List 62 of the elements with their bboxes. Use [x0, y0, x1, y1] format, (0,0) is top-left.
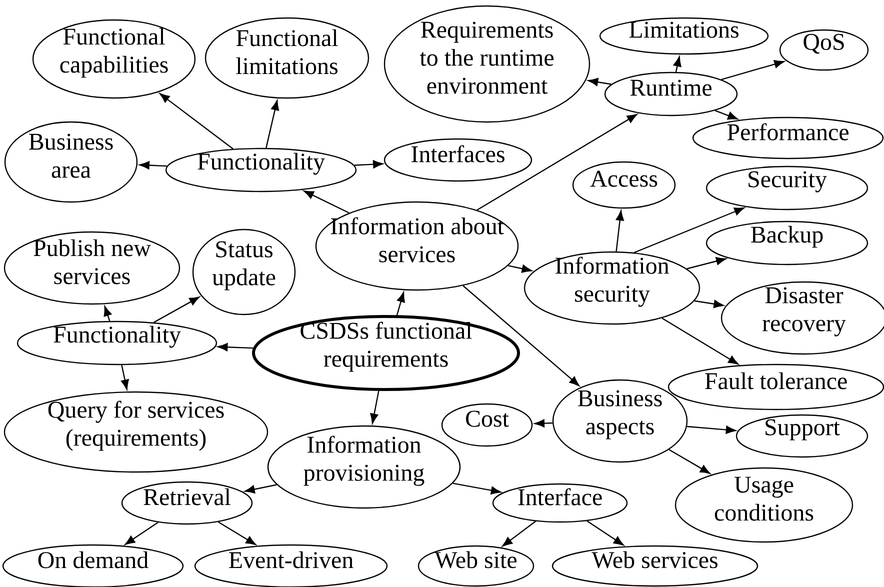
arrow — [586, 520, 624, 546]
ellipse-node: Business aspects — [552, 379, 688, 463]
ellipse-node: QoS — [779, 29, 869, 71]
arrow — [160, 93, 234, 150]
ellipse-node: Runtime — [604, 72, 738, 116]
arrow — [104, 306, 112, 322]
ellipse-node: Functionality — [165, 148, 357, 192]
arrow — [304, 190, 350, 214]
ellipse-node: Information security — [524, 251, 700, 325]
ellipse-node: Interface — [492, 483, 628, 523]
arrow — [662, 318, 738, 365]
arrow — [153, 296, 200, 323]
ellipse-node: Business area — [4, 121, 138, 203]
arrow — [218, 521, 256, 546]
ellipse-node: Information about services — [315, 201, 519, 291]
arrow — [476, 114, 638, 211]
ellipse-node: Limitations — [599, 17, 769, 55]
ellipse-node: Query for services (requirements) — [4, 391, 268, 473]
ellipse-node: Requirements to the runtime environment — [384, 5, 590, 123]
arrow — [462, 285, 580, 386]
arrow — [686, 426, 736, 434]
ellipse-node: Usage conditions — [674, 467, 854, 543]
ellipse-node: CSDSs functional requirements — [252, 315, 520, 391]
arrow — [616, 210, 624, 252]
arrow — [266, 100, 280, 148]
ellipse-node: Publish new services — [4, 231, 180, 305]
ellipse-node: Performance — [692, 116, 884, 160]
ellipse-node: Web site — [418, 545, 534, 587]
arrow — [124, 522, 158, 545]
arrow — [714, 110, 738, 120]
arrow — [121, 364, 129, 390]
ellipse-node: Status update — [192, 228, 296, 316]
ellipse-node: Backup — [706, 220, 868, 266]
ellipse-node: Fault tolerance — [668, 364, 884, 410]
ellipse-node: Retrieval — [121, 481, 253, 525]
arrow — [534, 419, 552, 428]
arrow — [588, 78, 612, 86]
ellipse-node: Web services — [552, 545, 758, 587]
arrow — [502, 520, 536, 546]
arrow — [452, 482, 502, 494]
ellipse-node: Cost — [441, 403, 533, 447]
ellipse-node: Support — [736, 414, 868, 458]
ellipse-node: Information provisioning — [267, 425, 461, 509]
arrow — [508, 264, 532, 273]
arrow — [694, 300, 724, 308]
arrow — [634, 207, 744, 254]
ellipse-node: Functional limitations — [204, 17, 370, 99]
ellipse-node: Functional capabilities — [32, 19, 196, 99]
arrow — [354, 160, 384, 168]
arrow — [218, 343, 254, 352]
arrow — [721, 60, 784, 80]
arrow — [673, 56, 682, 72]
ellipse-node: Access — [572, 161, 676, 209]
arrow — [244, 484, 277, 494]
arrow — [668, 449, 710, 474]
arrow — [396, 292, 405, 316]
arrow — [686, 257, 726, 270]
ellipse-node: Functionality — [16, 320, 218, 366]
ellipse-node: Security — [706, 166, 868, 210]
arrow — [370, 390, 380, 424]
ellipse-node: Interfaces — [384, 138, 532, 182]
arrow — [139, 161, 167, 170]
